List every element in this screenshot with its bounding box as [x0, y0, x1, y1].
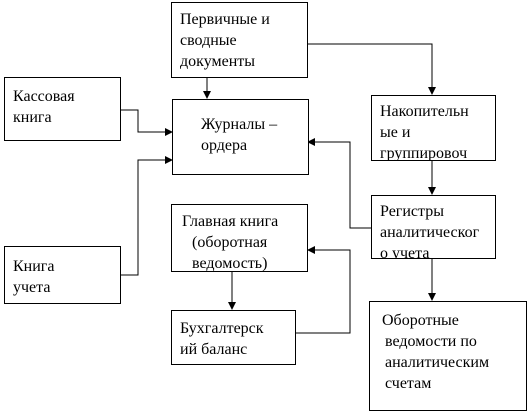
box-turnover-statements-line-1: Оборотные [382, 312, 459, 329]
box-turnover-statements-line-2: ведомости по [385, 333, 477, 350]
box-balance-sheet-line-2: ий баланс [180, 341, 248, 358]
arrow-cashbook-to-journals [120, 109, 173, 136]
box-accumulative-line-1: Накопительн [380, 103, 469, 120]
box-balance-sheet: Бухгалтерск ий баланс [171, 310, 296, 365]
box-general-ledger-line-2: (оборотная [192, 234, 268, 251]
box-primary-documents-line-1: Первичные и [180, 11, 270, 28]
arrow-registers-to-journals [307, 138, 371, 229]
box-turnover-statements-line-3: аналитическим [385, 354, 490, 371]
arrow-accountbook-to-journals [120, 156, 173, 276]
box-analytic-registers: Регистры аналитическог о учета [371, 195, 496, 259]
box-general-ledger-line-1: Главная книга [182, 213, 279, 230]
box-analytic-registers-line-3: о учета [380, 245, 430, 259]
arrow-balance-to-ledger [295, 246, 351, 334]
box-turnover-statements-line-4: счетам [385, 375, 432, 392]
box-account-book-line-1: Книга [13, 258, 55, 275]
box-journals-orders-line-1: Журналы – [201, 116, 278, 133]
box-accumulative-line-2: ые и [380, 124, 411, 141]
box-general-ledger: Главная книга (оборотная ведомость) [171, 204, 308, 272]
box-primary-documents: Первичные и сводные документы [171, 2, 308, 78]
box-primary-documents-line-3: документы [180, 53, 256, 70]
box-cash-book: Кассовая книга [4, 77, 121, 141]
box-accumulative-line-3: группировоч [380, 145, 468, 161]
arrow-primary-to-accumulative [307, 43, 436, 95]
box-primary-documents-line-2: сводные [180, 32, 237, 49]
box-analytic-registers-line-2: аналитическог [380, 224, 480, 241]
box-cash-book-line-2: книга [13, 109, 52, 126]
box-balance-sheet-line-1: Бухгалтерск [180, 320, 264, 337]
box-account-book: Книга учета [4, 246, 121, 304]
box-general-ledger-line-3: ведомость) [192, 255, 268, 272]
box-account-book-line-2: учета [13, 279, 51, 296]
box-journals-orders-line-2: ордера [201, 137, 248, 154]
box-analytic-registers-line-1: Регистры [380, 203, 444, 220]
box-journals-orders: Журналы – ордера [172, 99, 309, 175]
box-accumulative: Накопительн ые и группировоч [371, 95, 496, 161]
box-turnover-statements: Оборотные ведомости по аналитическим сче… [369, 301, 527, 411]
box-cash-book-line-1: Кассовая [13, 88, 75, 105]
